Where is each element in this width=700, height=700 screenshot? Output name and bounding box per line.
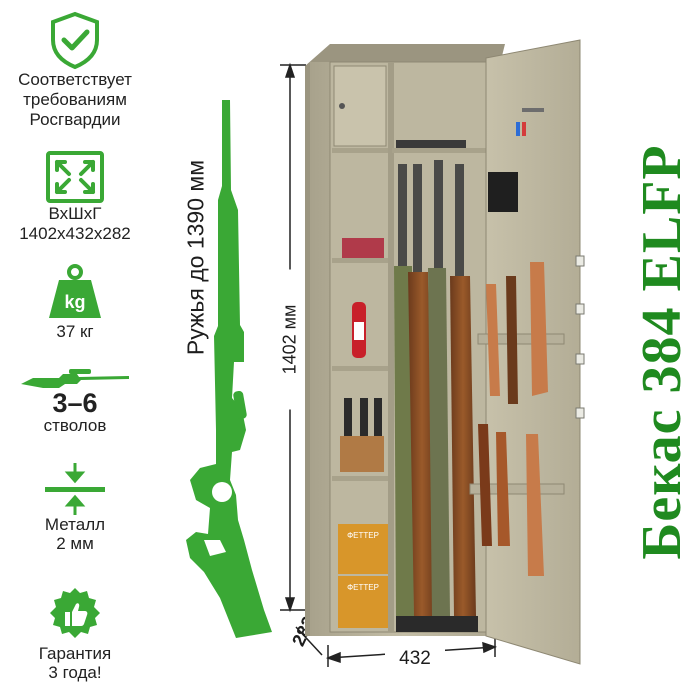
feature-dimensions: ВхШхГ 1402x432x282 <box>0 150 150 244</box>
thumbs-up-badge-icon <box>50 588 100 638</box>
width-label: 432 <box>385 648 445 670</box>
metal-value: 2 мм <box>56 534 94 553</box>
certification-text: Соответствует требованиям Росгвардии <box>18 70 132 129</box>
warranty-label: Гарантия <box>38 644 112 663</box>
dimension-lines <box>280 62 498 667</box>
rifle-icon <box>21 369 129 388</box>
warranty-value: 3 года! <box>48 663 102 682</box>
feature-barrels: 3–6 стволов <box>0 368 150 436</box>
expand-arrows-icon <box>46 151 104 203</box>
dimensions-value: 1402x432x282 <box>19 224 131 243</box>
weight-badge-text: kg <box>64 292 85 312</box>
gun-safe-image: ФЕТТЕР ФЕТТЕР <box>305 39 585 665</box>
feature-metal: Металл 2 мм <box>0 463 150 553</box>
ammo-box-label-bottom: ФЕТТЕР <box>347 583 379 592</box>
metal-thickness-icon <box>45 463 105 515</box>
dimensions-label: ВхШхГ <box>48 204 102 223</box>
weight-kg-icon: kg <box>49 264 101 318</box>
rifle-silhouette-icon <box>186 100 272 638</box>
metal-label: Металл <box>44 515 106 534</box>
feature-weight: kg 37 кг <box>0 262 150 342</box>
feature-warranty: Гарантия 3 года! <box>0 586 150 682</box>
barrels-label: стволов <box>43 416 107 435</box>
shield-check-icon <box>51 11 99 70</box>
ammo-box-label-top: ФЕТТЕР <box>347 531 379 540</box>
barrels-value: 3–6 <box>52 388 98 418</box>
feature-certification: Соответствует требованиям Росгвардии <box>0 10 150 130</box>
weight-value: 37 кг <box>56 322 94 341</box>
